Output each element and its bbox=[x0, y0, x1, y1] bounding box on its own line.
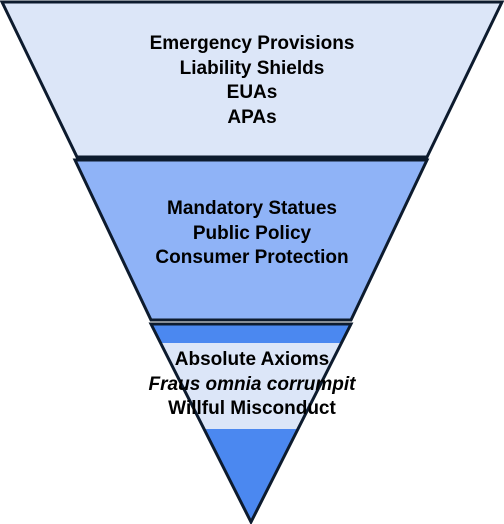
tier-middle-label-group: Mandatory Statues Public Policy Consumer… bbox=[0, 197, 504, 271]
tier-bottom-line-italic: Fraus omnia corrumpit bbox=[148, 373, 356, 395]
tier-middle-line: Public Policy bbox=[192, 222, 312, 244]
tier-top-label-group: Emergency Provisions Liability Shields E… bbox=[0, 32, 504, 130]
tier-bottom-label-group: Absolute Axioms Fraus omnia corrumpit Wi… bbox=[0, 348, 504, 422]
tier-middle-line: Mandatory Statues bbox=[167, 198, 337, 219]
tier-top-line: APAs bbox=[227, 106, 277, 128]
tier-top-line: EUAs bbox=[226, 82, 278, 103]
tier-middle-line: Consumer Protection bbox=[155, 247, 349, 268]
pyramid-tier-bottom-outline bbox=[148, 322, 354, 524]
tier-bottom-line: Absolute Axioms bbox=[174, 349, 330, 370]
tier-top-line: Liability Shields bbox=[179, 57, 325, 79]
pyramid-tier-middle bbox=[72, 158, 430, 322]
tier-top-line: Emergency Provisions bbox=[149, 33, 355, 54]
tier-bottom-line: Willful Misconduct bbox=[168, 398, 336, 419]
pyramid-tier-top bbox=[0, 0, 504, 159]
